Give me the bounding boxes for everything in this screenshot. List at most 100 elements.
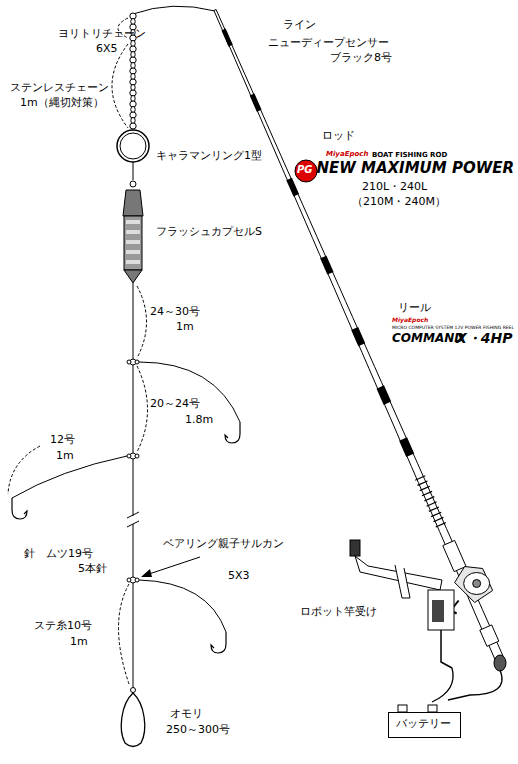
capsule-stripe xyxy=(126,240,140,244)
capsule-stripe xyxy=(126,220,140,224)
sinker xyxy=(121,693,144,747)
length-bracket xyxy=(137,366,148,452)
battery-terminal xyxy=(398,705,407,712)
label: 6X5 xyxy=(96,43,118,56)
trunk-line xyxy=(133,283,134,516)
flash-capsule xyxy=(124,216,142,270)
branch-line xyxy=(139,580,226,632)
power-cable xyxy=(432,668,453,702)
label: フラッシュカプセルS xyxy=(156,226,262,239)
grip-ring xyxy=(436,523,446,527)
reel-spool xyxy=(464,573,490,595)
rod-guide xyxy=(377,385,392,405)
label: オモリ xyxy=(170,708,203,721)
label: 24～30号 xyxy=(150,306,200,319)
fishing-line xyxy=(133,6,215,14)
grip-ring xyxy=(427,502,437,506)
reel-seat xyxy=(443,540,466,571)
label: 5X3 xyxy=(228,570,250,583)
label: 1m xyxy=(70,636,88,649)
chain-link xyxy=(130,123,136,129)
label: PG xyxy=(297,164,313,176)
label: NEW MAXIMUM POWER xyxy=(316,160,514,177)
holder-arm xyxy=(395,565,410,598)
label: リール xyxy=(398,302,431,315)
grip-ring xyxy=(433,517,443,521)
label: （210M・240M） xyxy=(352,196,446,209)
hook xyxy=(12,498,27,519)
label: ニューディープセンサー xyxy=(268,37,389,50)
swivel xyxy=(135,454,139,458)
label: 1m xyxy=(56,450,74,463)
label: ステ糸10号 xyxy=(34,620,92,633)
label: 12号 xyxy=(50,434,75,447)
rod-guide xyxy=(351,327,365,346)
label: 1m（縄切対策） xyxy=(20,97,104,110)
length-bracket xyxy=(8,446,40,494)
battery-box: バッテリー xyxy=(388,712,461,738)
power-cable xyxy=(448,670,502,700)
grip-ring xyxy=(415,476,425,480)
break-mark xyxy=(127,521,139,527)
node-text: バッテリー xyxy=(396,717,453,730)
grip-ring xyxy=(420,486,430,490)
capsule-swivel xyxy=(130,181,136,187)
reel-seat xyxy=(480,625,499,646)
holder-clamp xyxy=(428,590,454,630)
length-bracket xyxy=(112,44,128,128)
holder-post xyxy=(441,630,452,668)
label: 250～300号 xyxy=(166,724,230,737)
capsule-stripe xyxy=(126,230,140,234)
holder-clamp xyxy=(432,600,444,622)
label: ロッド xyxy=(322,130,355,143)
label: BOAT FISHING ROD xyxy=(372,151,447,159)
length-bracket xyxy=(119,584,130,684)
label: ベアリング親子サルカン xyxy=(163,538,284,551)
rod-guide xyxy=(250,93,262,111)
label: ブラック8号 xyxy=(330,52,392,65)
swivel xyxy=(135,360,139,364)
kyaraman-ring xyxy=(117,130,149,162)
leader-arrow xyxy=(146,557,200,575)
grip-ring xyxy=(424,497,434,501)
sinker-eye xyxy=(131,688,136,693)
label: ライン xyxy=(283,19,316,32)
swivel xyxy=(135,578,139,582)
pg-badge xyxy=(295,160,317,182)
rod-guide xyxy=(286,178,299,197)
grip-ring xyxy=(422,491,432,495)
label: MiyaEpoch xyxy=(392,317,428,324)
swivel xyxy=(127,360,131,364)
swivel xyxy=(127,454,131,458)
fishing-line xyxy=(133,162,134,180)
label: 1.8m xyxy=(185,414,213,427)
label: 20～24号 xyxy=(150,398,200,411)
capsule-stripe xyxy=(126,250,140,254)
label: キャラマンリング1型 xyxy=(156,150,262,163)
arrow-head xyxy=(141,569,152,577)
label: COMMAND xyxy=(392,332,464,346)
rod-guide xyxy=(221,29,232,47)
illustration xyxy=(8,6,506,746)
label: 5本針 xyxy=(78,563,107,576)
label: ステンレスチェーン xyxy=(10,82,109,95)
reel-hub xyxy=(473,580,481,588)
reel-body xyxy=(455,567,493,603)
battery-terminal xyxy=(428,705,437,712)
label: X・4HP xyxy=(456,330,513,346)
label: ヨリトリチェーン xyxy=(58,28,146,41)
label: 1m xyxy=(176,321,194,334)
hook xyxy=(211,632,226,653)
branch-line xyxy=(12,456,127,498)
holder-knob xyxy=(350,540,360,556)
flash-capsule xyxy=(124,270,142,283)
branch-line xyxy=(139,362,240,422)
swivel xyxy=(127,578,131,582)
grip-ring xyxy=(429,507,439,511)
rod-guide xyxy=(320,256,333,275)
rod-guide xyxy=(399,437,414,457)
kyaraman-ring xyxy=(120,133,146,159)
capsule-stripe xyxy=(126,260,140,264)
label: MICRO COMPUTER SYSTEM 12V POWER FISHING … xyxy=(392,325,514,330)
